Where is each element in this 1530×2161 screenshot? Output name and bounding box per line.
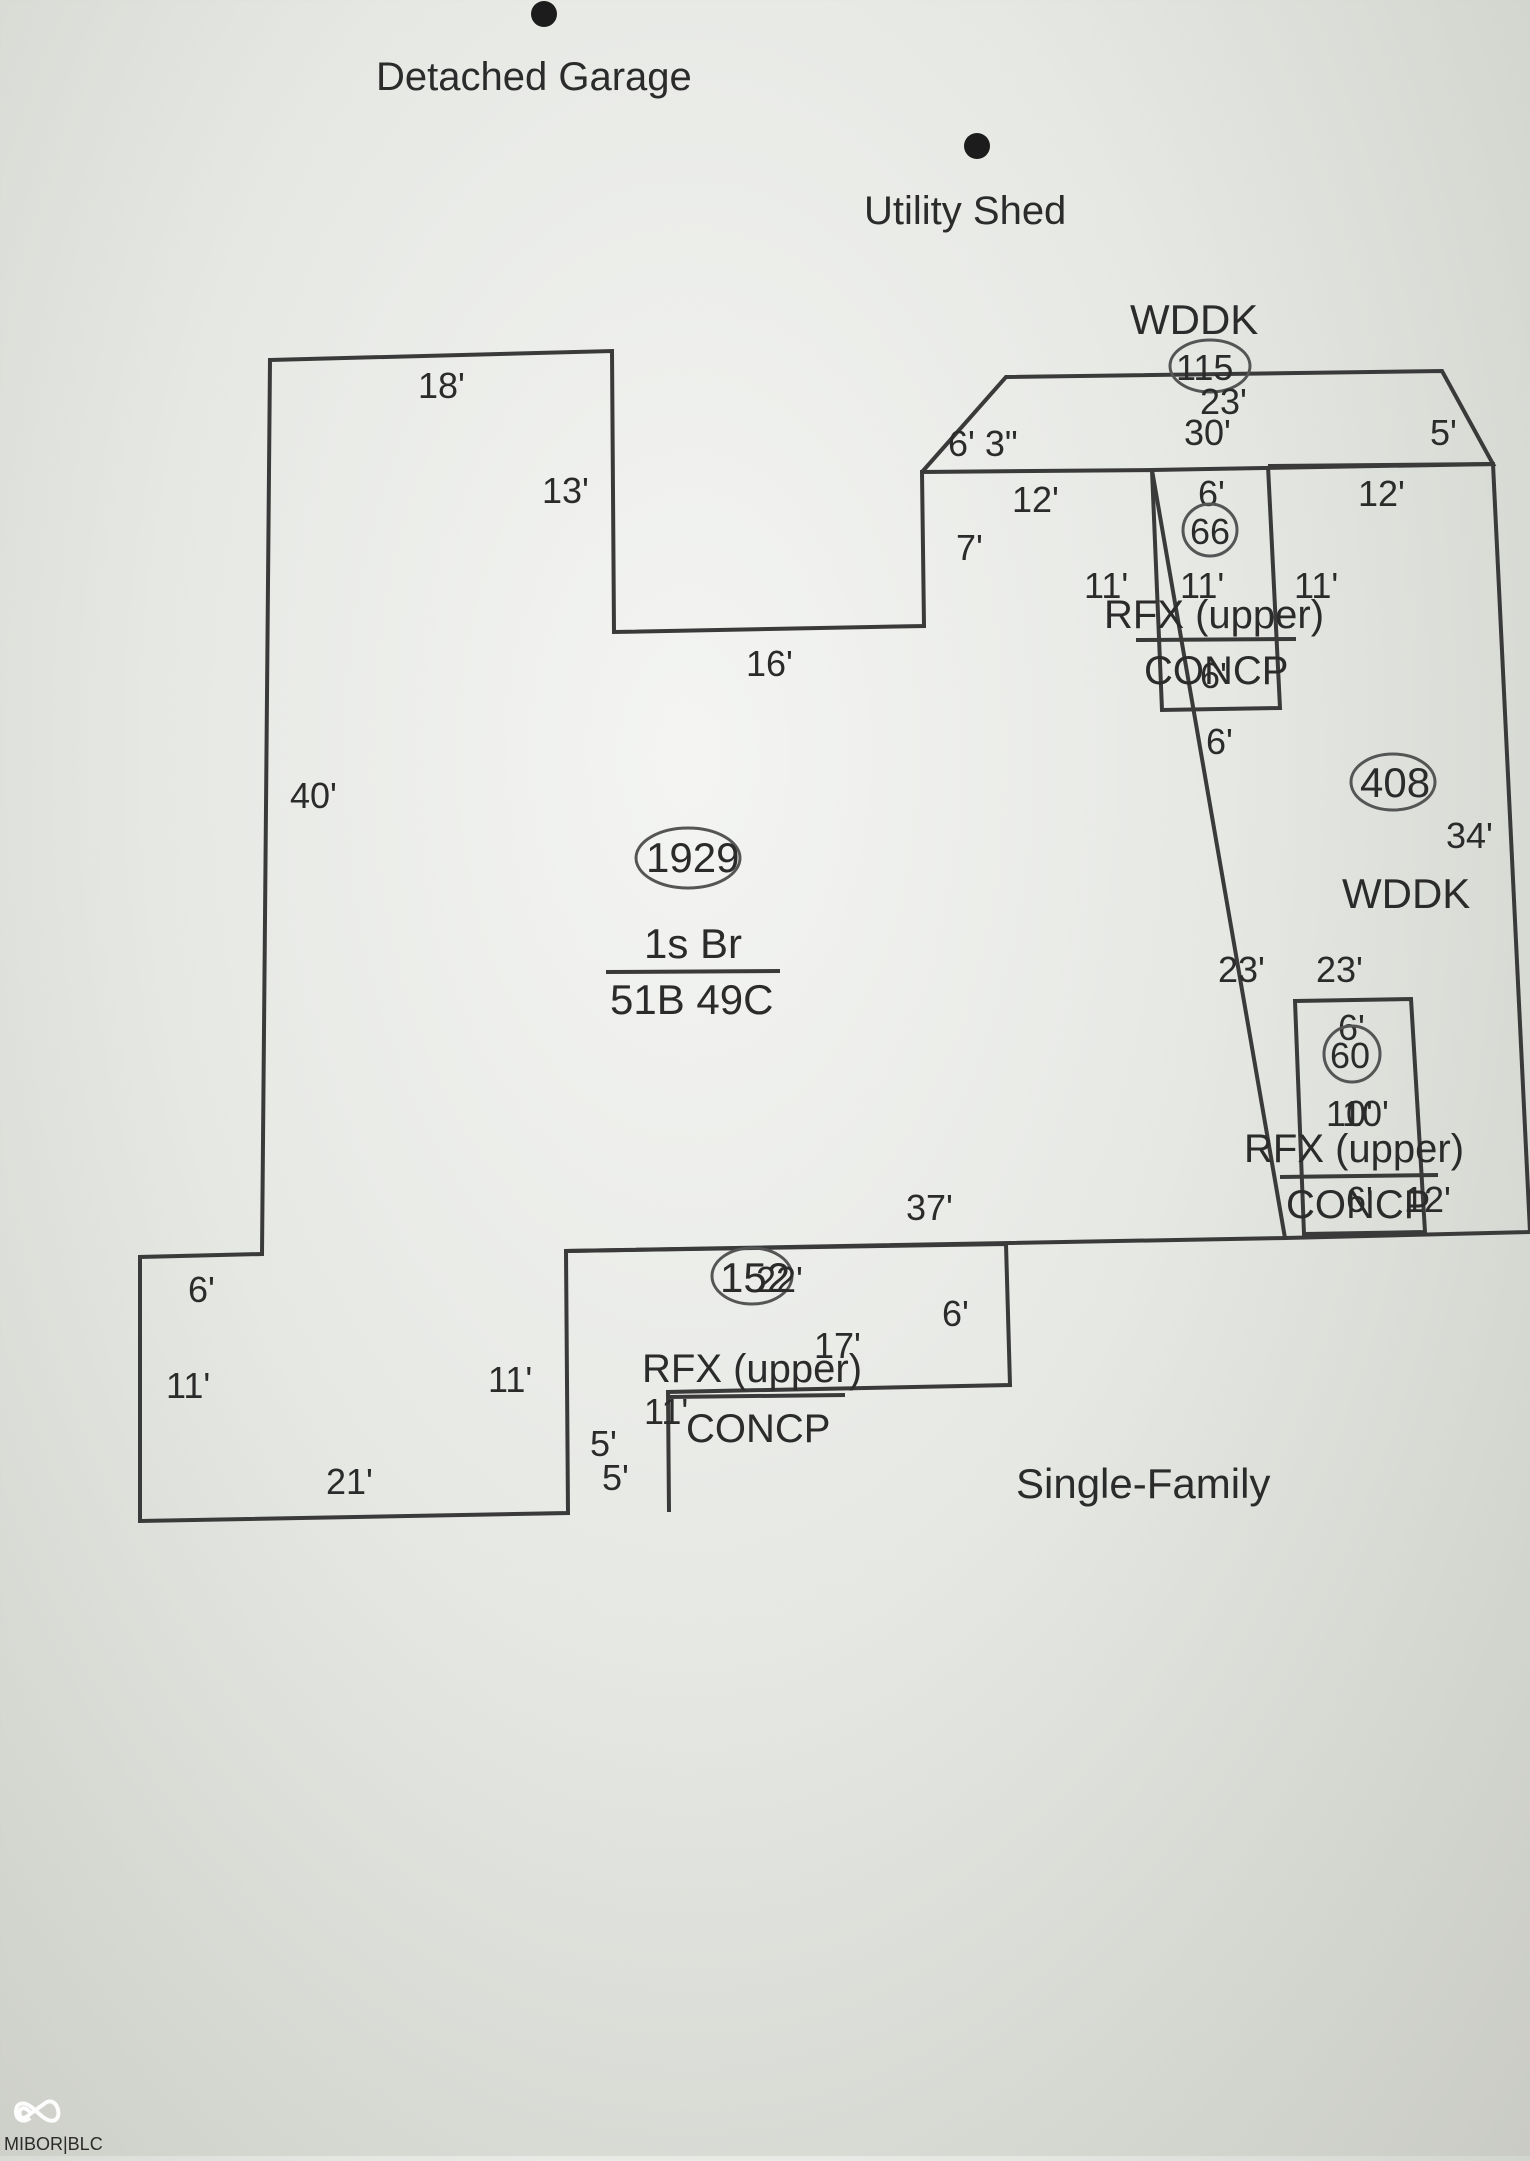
main-dim-11-left: 11' (166, 1365, 210, 1406)
main-code: 51B 49C (610, 976, 773, 1023)
upper-rfx-area: 66 (1190, 511, 1230, 552)
bottom-rfx-divider (667, 1393, 846, 1399)
upper-rfx-dim-11-right: 11' (1294, 565, 1338, 606)
upper-rfx-label: RFX (upper) (1104, 593, 1324, 637)
right-rfx-area-circle (1322, 1024, 1382, 1084)
upper-rfx-dim-11-left: 11' (1084, 565, 1128, 606)
main-area: 1929 (646, 834, 739, 881)
right-deck-label: WDDK (1342, 870, 1470, 917)
right-rfx-area: 60 (1330, 1035, 1370, 1076)
utility-shed-label: Utility Shed (864, 189, 1066, 233)
top-deck-area-circle (1168, 338, 1252, 394)
right-rfx-dim-6: 6' (1346, 1179, 1373, 1220)
right-rfx-dim-10-b: 10' (1342, 1093, 1389, 1134)
bottom-rfx-dim-17: 17' (814, 1325, 861, 1366)
main-dim-12: 12' (1012, 479, 1059, 520)
bottom-rfx-outline (565, 1241, 1013, 1513)
bottom-rfx-dim-5-b: 5' (602, 1457, 629, 1498)
right-deck-dim-23: 23' (1316, 949, 1363, 990)
bottom-rfx-dim-5-a: 5' (590, 1423, 617, 1464)
right-deck-area-circle (1349, 752, 1437, 812)
main-dim-23: 23' (1218, 949, 1265, 990)
main-dim-40: 40' (290, 775, 337, 816)
bottom-rfx-dim-11: 11' (644, 1391, 688, 1432)
main-type-divider (605, 969, 781, 974)
top-deck-area: 115 (1176, 347, 1233, 388)
main-dim-6: 6' (188, 1269, 215, 1310)
upper-rfx-divider (1135, 637, 1297, 642)
main-dim-11-right: 11' (488, 1359, 532, 1400)
main-dim-21: 21' (326, 1461, 373, 1502)
right-rfx-divider (1279, 1173, 1439, 1179)
top-deck-dim-5: 5' (1430, 412, 1457, 453)
top-deck-dim-6-3: 6' 3" (948, 423, 1018, 464)
main-dim-37: 37' (906, 1187, 953, 1228)
upper-rfx-dim-6-bottom: 6' (1206, 721, 1233, 762)
main-type: 1s Br (644, 920, 742, 967)
right-deck-dim-12: 12' (1358, 473, 1405, 514)
bottom-rfx-label: RFX (upper) (642, 1347, 862, 1391)
upper-rfx-dim-6-mid: 6' (1200, 655, 1227, 696)
main-dim-16: 16' (746, 643, 793, 684)
upper-rfx-sub: CONCP (1144, 649, 1288, 693)
main-dim-7: 7' (956, 527, 983, 568)
main-dim-13: 13' (542, 470, 589, 511)
bottom-rfx-sub: CONCP (686, 1407, 830, 1451)
main-dim-18: 18' (418, 365, 465, 406)
upper-rfx-dim-11-mid: 11' (1180, 565, 1224, 606)
right-deck-area: 408 (1360, 759, 1430, 806)
right-rfx-sub: CONCP (1286, 1183, 1430, 1227)
upper-rfx-area-circle (1181, 502, 1239, 558)
bottom-rfx-dim-22: 22' (756, 1259, 803, 1300)
watermark-text: MIBOR|BLC (4, 2134, 103, 2154)
top-deck-label: WDDK (1130, 296, 1258, 343)
property-type-label: Single-Family (1016, 1460, 1270, 1507)
right-rfx-label: RFX (upper) (1244, 1127, 1464, 1171)
bottom-rfx-area-circle (710, 1246, 794, 1306)
right-rfx-dim-12: 12' (1404, 1179, 1451, 1220)
bottom-rfx-dim-6: 6' (942, 1293, 969, 1334)
detached-garage-label: Detached Garage (376, 55, 692, 99)
right-rfx-dim-10-a: 10' (1326, 1093, 1373, 1134)
right-rfx-outline (1292, 996, 1428, 1237)
shed-marker-dot (964, 133, 990, 159)
bottom-rfx-area: 152 (720, 1254, 790, 1301)
upper-rfx-dim-6-top: 6' (1198, 473, 1225, 514)
upper-rfx-outline (1150, 465, 1283, 713)
top-deck-dim-30: 30' (1184, 412, 1231, 453)
right-deck-outline (1267, 461, 1530, 1240)
right-deck-dim-34: 34' (1446, 815, 1493, 856)
main-area-circle (634, 826, 742, 890)
garage-marker-dot (531, 1, 557, 27)
top-deck-dim-23: 23' (1200, 381, 1247, 422)
mibor-logo: MIBOR|BLC (4, 2099, 103, 2154)
